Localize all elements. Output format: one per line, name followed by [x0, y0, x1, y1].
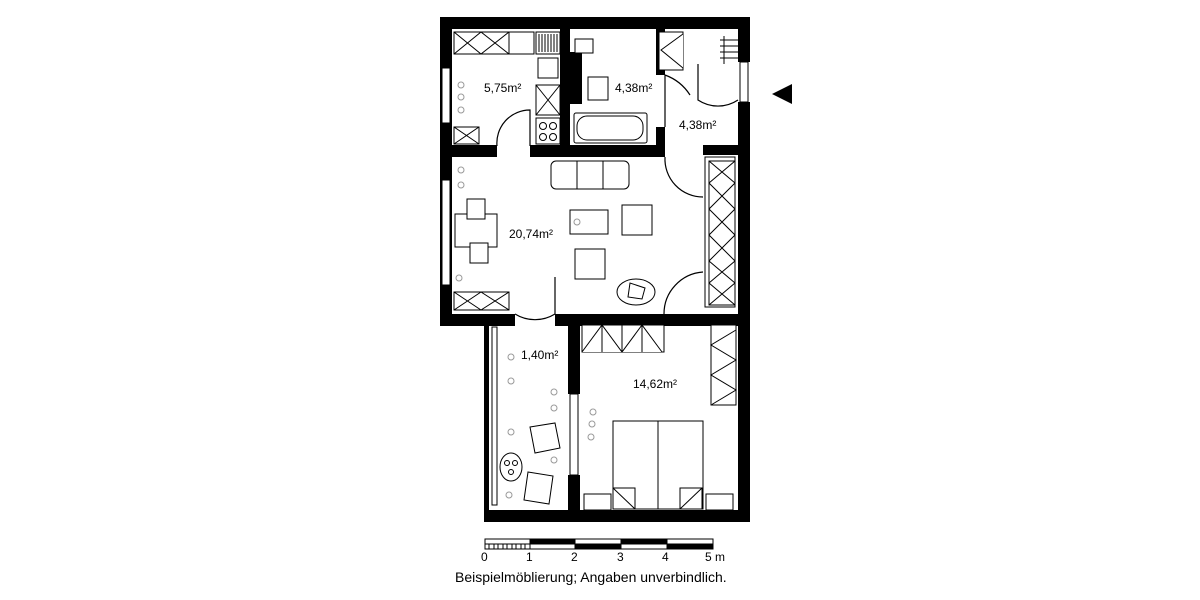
room-area-bedroom: 14,62m²	[633, 377, 678, 391]
scale-tick-0: 0	[481, 550, 488, 564]
room-area-balcony: 1,40m²	[521, 348, 559, 362]
disclaimer-caption: Beispielmöblierung; Angaben unverbindlic…	[455, 569, 727, 585]
room-area-kitchen: 5,75m²	[484, 81, 522, 95]
room-area-living-room: 20,74m²	[509, 227, 554, 241]
plants	[455, 81, 597, 499]
scale-tick-4: 4	[662, 550, 669, 564]
scale-tick-5: 5 m	[705, 550, 726, 564]
scale-tick-3: 3	[617, 550, 624, 564]
scale-tick-1: 1	[526, 550, 533, 564]
room-area-hallway: 4,38m²	[679, 118, 717, 132]
room-area-bathroom: 4,38m²	[615, 81, 653, 95]
entrance-arrow-icon	[772, 84, 792, 104]
scale-bar-graphic	[484, 538, 714, 550]
walls	[440, 17, 750, 522]
scale-tick-2: 2	[571, 550, 578, 564]
